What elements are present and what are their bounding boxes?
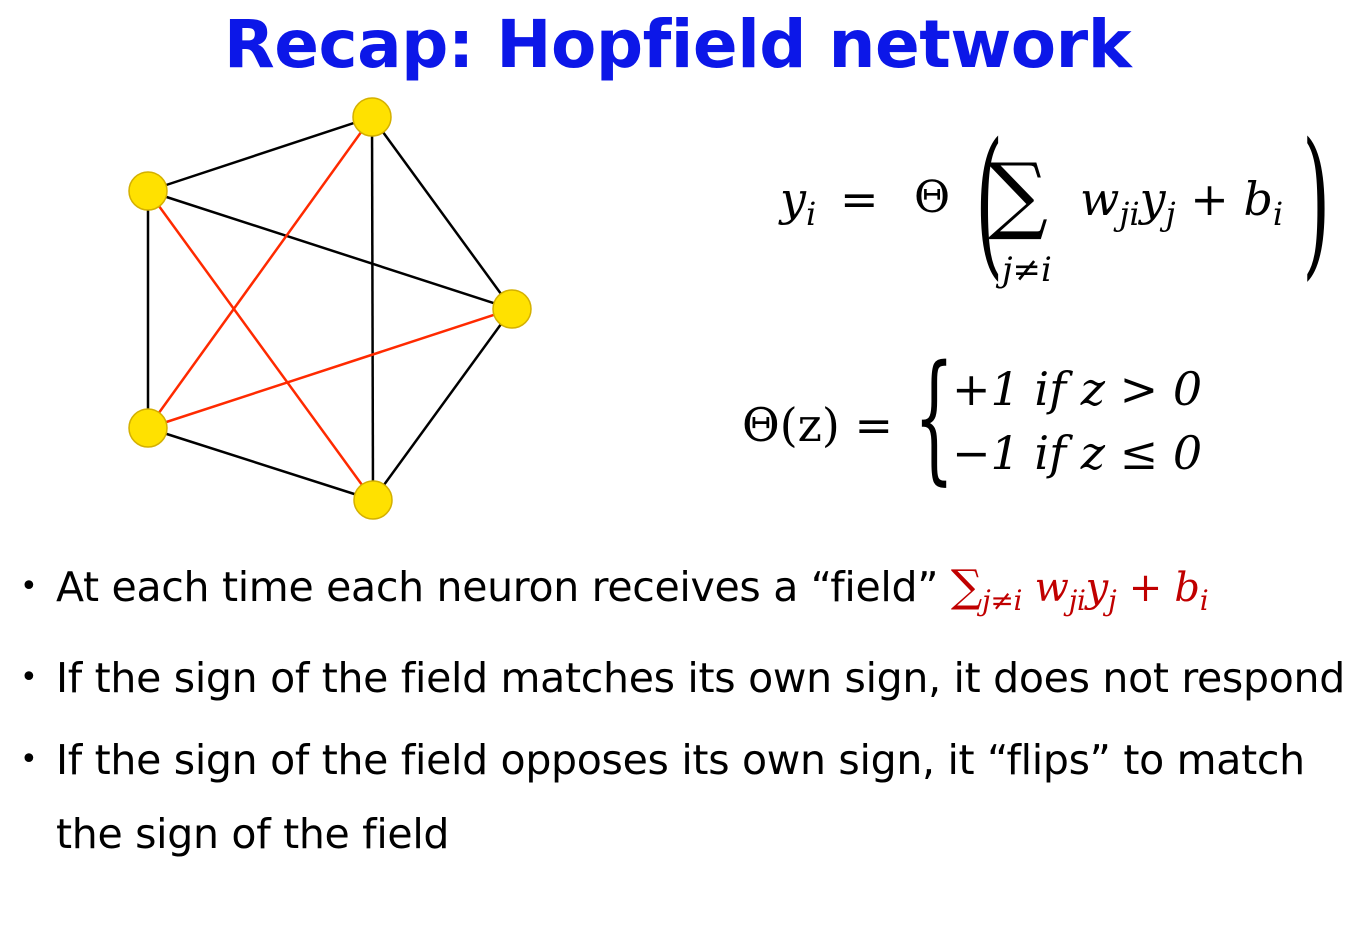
cases-brace: { <box>914 336 955 499</box>
edge-highlight-top-left-bottom <box>146 116 374 429</box>
threshold-lhs: Θ(z) = <box>742 398 894 452</box>
bullet-item: • If the sign of the field matches its o… <box>0 641 1355 715</box>
bullet-item: • If the sign of the field opposes its o… <box>0 723 1355 871</box>
network-nodes <box>128 97 532 520</box>
edge-highlight-left-top-bottom <box>146 190 375 501</box>
neuron-node-left-bottom <box>128 408 168 448</box>
theta-function: Θ <box>914 172 951 223</box>
right-paren: ) <box>1302 108 1331 295</box>
neuron-node-left-top <box>128 171 168 211</box>
threshold-case-positive: +1 if z > 0 <box>952 362 1203 416</box>
edge-left-top-top <box>147 115 373 193</box>
neuron-node-right <box>492 289 532 329</box>
field-expression: ∑j≠i wjiyj + bi <box>950 561 1209 617</box>
summation-subscript: j≠i <box>1002 250 1052 290</box>
network-edges <box>146 115 514 502</box>
equals-sign: = <box>840 172 879 226</box>
hopfield-network-diagram <box>128 97 532 520</box>
equation-body: wjiyj + bi <box>1080 172 1284 234</box>
slide-title: Recap: Hopfield network <box>223 6 1132 83</box>
bullet-dot: • <box>20 569 38 604</box>
left-paren: ( <box>975 108 1004 295</box>
edge-highlight-left-bottom-right <box>147 307 513 430</box>
edge-left-bottom-bottom <box>147 426 374 502</box>
bullet-dot: • <box>20 742 38 777</box>
edge-left-top-right <box>147 189 513 311</box>
threshold-function-equation: Θ(z) = { +1 if z > 0 −1 if z ≤ 0 <box>742 348 1262 500</box>
summation-symbol: ∑ <box>988 145 1048 243</box>
edge-right-bottom <box>371 308 514 501</box>
bullet-text: If the sign of the field matches its own… <box>56 654 1345 702</box>
bullet-dot: • <box>20 660 38 695</box>
bullet-text: At each time each neuron receives a “fie… <box>56 563 951 611</box>
threshold-case-negative: −1 if z ≤ 0 <box>952 426 1203 480</box>
neuron-node-top <box>352 97 392 137</box>
bullet-text: If the sign of the field opposes its own… <box>56 736 1305 858</box>
edge-top-bottom <box>370 116 375 501</box>
neuron-node-bottom <box>353 480 393 520</box>
bullet-list: • At each time each neuron receives a “f… <box>0 548 1355 871</box>
edge-top-right <box>370 116 514 310</box>
bullet-item: • At each time each neuron receives a “f… <box>0 548 1355 639</box>
update-rule-equation: yi = Θ ( ∑ j≠i wjiyj + bi ) <box>780 122 1350 300</box>
equation-lhs: yi <box>780 172 817 234</box>
